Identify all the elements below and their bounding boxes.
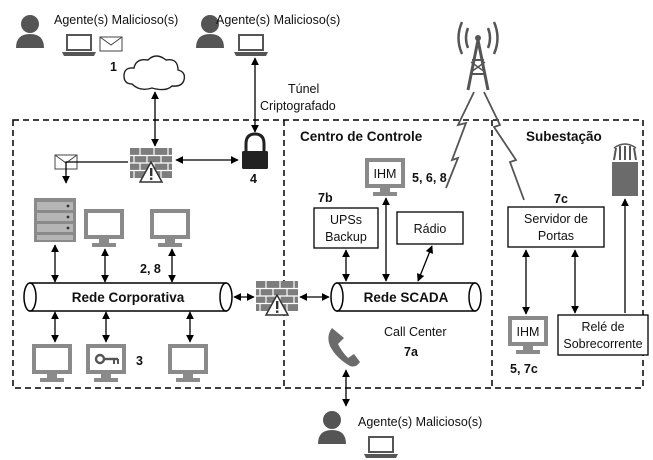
- link-firewall-email: [62, 161, 128, 184]
- step-2-8-label: 2, 8: [140, 262, 161, 276]
- tunnel-label-line2: Criptografado: [260, 99, 336, 113]
- workstation-icon: [168, 344, 208, 382]
- substation-title: Subestação: [526, 129, 602, 144]
- key-device-icon: [86, 344, 126, 382]
- step-5-6-8-label: 5, 6, 8: [412, 171, 447, 185]
- attacker-bottom: Agente(s) Malicioso(s): [318, 411, 482, 458]
- lock-icon: [242, 132, 268, 169]
- workstation-icon: [32, 344, 72, 382]
- scada-network-label: Rede SCADA: [364, 290, 449, 305]
- relay-label-line1: Relé de: [581, 320, 624, 334]
- connectors: [51, 57, 629, 407]
- attacker-top-left: Agente(s) Malicioso(s): [16, 13, 178, 56]
- port-server-box: Servidor de Portas: [507, 206, 605, 248]
- step-1-label: 1: [110, 60, 117, 74]
- ihm-substation-monitor: IHM: [508, 316, 548, 354]
- radio-label: Rádio: [414, 222, 447, 236]
- outer-boundary: [12, 119, 644, 389]
- attacker-label: Agente(s) Malicioso(s): [216, 13, 340, 27]
- radio-box: Rádio: [396, 211, 464, 245]
- wireless-link-substation: [483, 91, 525, 201]
- scada-network-bus: Rede SCADA: [330, 282, 482, 312]
- server-rack-icon: [34, 198, 76, 242]
- control-center-title: Centro de Controle: [300, 129, 423, 144]
- workstation-icon: [84, 209, 124, 247]
- attacker-label: Agente(s) Malicioso(s): [358, 415, 482, 429]
- step-3-label: 3: [136, 354, 143, 368]
- step-4-label: 4: [250, 172, 257, 186]
- laptop-icon: [62, 34, 96, 56]
- step-7c-top-label: 7c: [554, 192, 568, 206]
- phishing-email-icon: [99, 36, 123, 52]
- call-center-label: Call Center: [384, 325, 447, 339]
- laptop-icon: [234, 34, 268, 56]
- port-server-label-line2: Portas: [538, 229, 574, 243]
- tunnel-label-line1: Túnel: [288, 82, 319, 96]
- ihm-control-monitor: IHM: [365, 158, 405, 196]
- workstation-icon: [150, 209, 190, 247]
- port-server-label-line1: Servidor de: [524, 212, 588, 226]
- ups-label-line2: Backup: [325, 230, 367, 244]
- ups-backup-box: UPSs Backup: [313, 207, 379, 249]
- ihm-substation-label: IHM: [517, 325, 540, 339]
- scada-firewall-icon: [255, 280, 299, 316]
- link-radio-scada: [416, 245, 434, 282]
- step-7b-label: 7b: [318, 191, 333, 205]
- corporate-network-bus: Rede Corporativa: [23, 282, 233, 312]
- corporate-firewall-icon: [129, 147, 173, 183]
- overcurrent-relay-box: Relé de Sobrecorrente: [557, 314, 649, 356]
- attacker-label: Agente(s) Malicioso(s): [54, 13, 178, 27]
- internet-cloud-icon: [123, 55, 186, 91]
- telephone-icon: [328, 328, 360, 367]
- ups-label-line1: UPSs: [330, 213, 362, 227]
- ihm-control-label: IHM: [374, 167, 397, 181]
- relay-label-line2: Sobrecorrente: [563, 337, 642, 351]
- transformer-icon: [612, 143, 638, 196]
- step-5-7c-label: 5, 7c: [510, 362, 538, 376]
- corporate-network-label: Rede Corporativa: [72, 290, 185, 305]
- attacker-icon: [318, 411, 346, 444]
- laptop-icon: [364, 436, 398, 458]
- radio-tower-icon: [457, 21, 499, 91]
- wireless-link-control: [445, 91, 475, 189]
- attacker-icon: [16, 15, 44, 48]
- step-7a-label: 7a: [404, 345, 419, 359]
- attacker-top-right: Agente(s) Malicioso(s): [196, 13, 340, 56]
